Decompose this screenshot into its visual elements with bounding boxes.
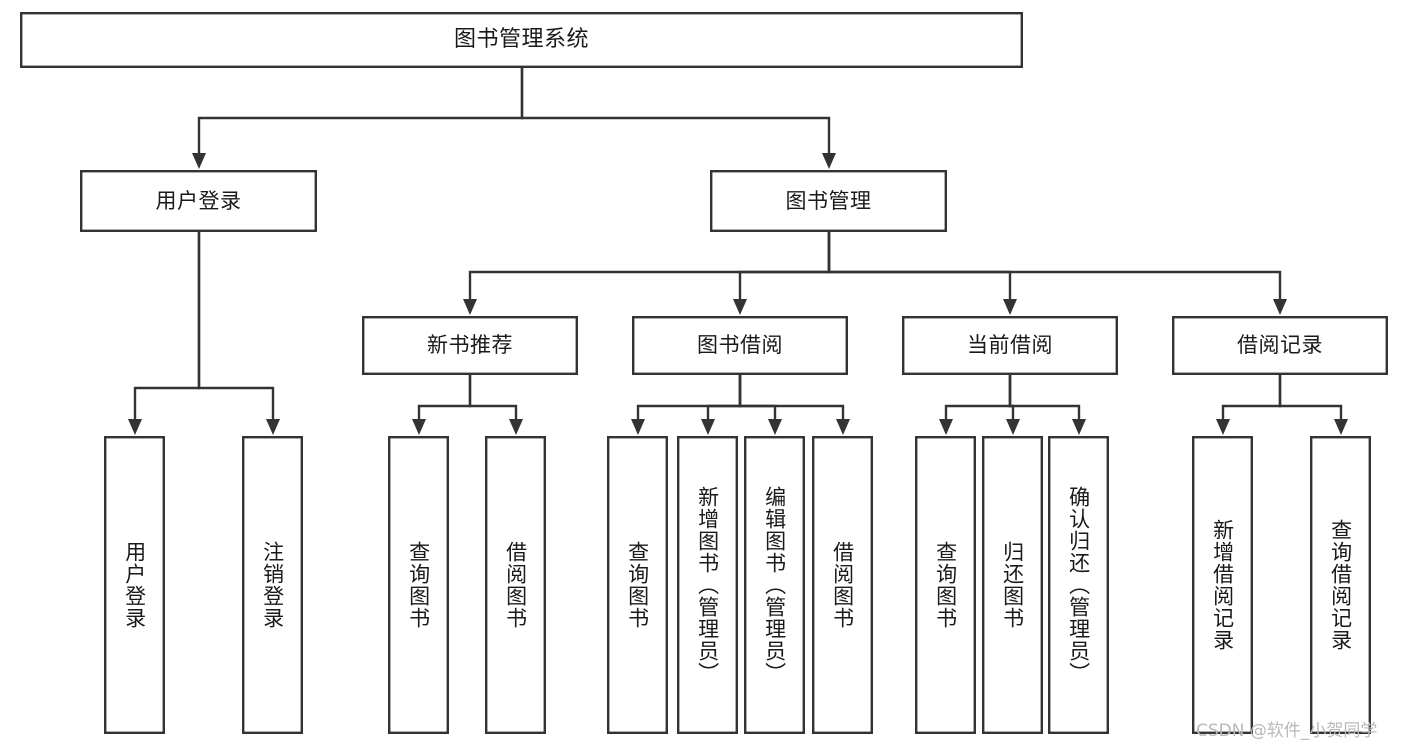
node-box-user-login[interactable]: [79, 169, 318, 232]
node-box-leaf-query-book-1[interactable]: [388, 436, 450, 735]
node-box-leaf-add-borrow-record[interactable]: [1191, 436, 1253, 735]
edge-connector: [827, 230, 1282, 301]
edge-connector: [1278, 373, 1343, 421]
edge-arrowhead: [1072, 419, 1086, 435]
node-box-borrow-record[interactable]: [1171, 316, 1388, 376]
edge-arrowhead: [768, 419, 782, 435]
node-box-leaf-return-book[interactable]: [982, 436, 1044, 735]
edge-arrowhead: [463, 299, 477, 315]
edge-connector: [738, 373, 777, 421]
edge-connector: [520, 66, 831, 155]
edge-arrowhead: [836, 419, 850, 435]
edge-connector: [738, 373, 845, 421]
edge-connector: [197, 230, 275, 421]
edge-connector: [197, 66, 524, 155]
node-box-book-manage[interactable]: [710, 169, 948, 232]
node-box-book-borrow[interactable]: [632, 316, 849, 376]
edge-arrowhead: [509, 419, 523, 435]
node-box-root[interactable]: [20, 11, 1023, 68]
edge-arrowhead: [1273, 299, 1287, 315]
edge-connector: [636, 373, 742, 421]
edge-arrowhead: [1334, 419, 1348, 435]
edge-connector: [944, 373, 1012, 421]
edge-connector: [133, 230, 201, 421]
node-box-leaf-add-book[interactable]: [677, 436, 739, 735]
edge-arrowhead: [701, 419, 715, 435]
node-box-leaf-borrow-book-1[interactable]: [485, 436, 547, 735]
node-box-leaf-user-login[interactable]: [103, 436, 165, 735]
edge-connector: [417, 373, 472, 421]
node-box-leaf-edit-book[interactable]: [744, 436, 806, 735]
edge-arrowhead: [631, 419, 645, 435]
edge-arrowhead: [412, 419, 426, 435]
edge-arrowhead: [266, 419, 280, 435]
node-box-new-book-recommend[interactable]: [362, 316, 579, 376]
edge-arrowhead: [192, 153, 206, 169]
node-box-current-borrow[interactable]: [902, 316, 1119, 376]
node-box-leaf-confirm-return[interactable]: [1047, 436, 1109, 735]
node-box-leaf-query-book-3[interactable]: [915, 436, 977, 735]
edge-arrowhead: [1003, 299, 1017, 315]
edge-connector: [1008, 373, 1081, 421]
edge-connector: [468, 230, 831, 301]
edge-arrowhead: [128, 419, 142, 435]
edge-arrowhead: [1006, 419, 1020, 435]
edge-layer: [128, 66, 1348, 435]
node-box-leaf-query-book-2[interactable]: [607, 436, 669, 735]
edge-arrowhead: [939, 419, 953, 435]
node-layer: [20, 11, 1388, 735]
edge-arrowhead: [733, 299, 747, 315]
edge-connector: [1221, 373, 1282, 421]
node-box-leaf-query-borrow-record[interactable]: [1309, 436, 1371, 735]
edge-connector: [468, 373, 518, 421]
edge-arrowhead: [1216, 419, 1230, 435]
node-box-leaf-user-logout[interactable]: [241, 436, 303, 735]
edge-connector: [706, 373, 742, 421]
node-box-leaf-borrow-book-2[interactable]: [812, 436, 874, 735]
edge-connector: [738, 230, 831, 301]
edge-arrowhead: [822, 153, 836, 169]
edge-connector: [827, 230, 1012, 301]
